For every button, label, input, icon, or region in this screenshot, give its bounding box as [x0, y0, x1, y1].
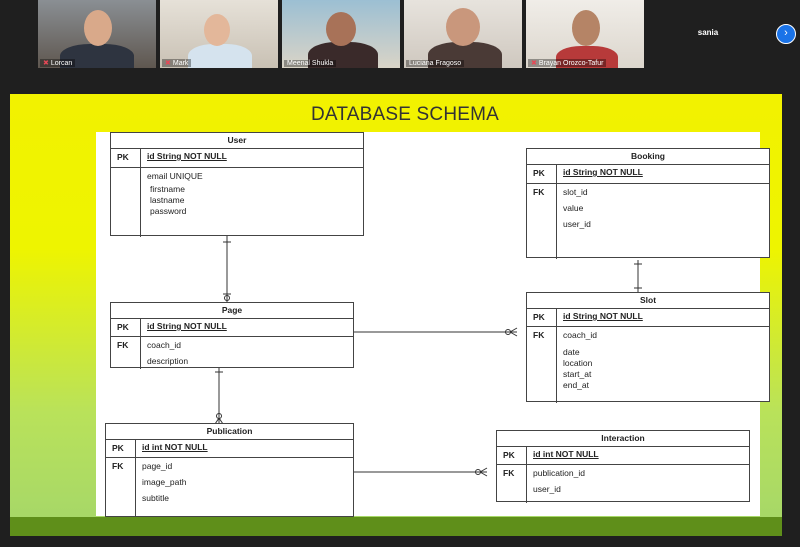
- participant-tile[interactable]: ✖Brayan Orozco-Tafur: [526, 0, 644, 68]
- participant-name: ✖Brayan Orozco-Tafur: [528, 59, 607, 67]
- slide-footer-band: [10, 517, 782, 536]
- chevron-right-icon[interactable]: ›: [776, 24, 796, 44]
- participant-name: ✖Mark: [162, 59, 192, 67]
- person-video: [572, 10, 600, 46]
- entity-title: User: [111, 133, 363, 149]
- shared-slide: DATABASE SCHEMA: [10, 94, 782, 536]
- primary-key-field: id String NOT NULL: [147, 151, 227, 161]
- participant-name-only[interactable]: sania: [697, 28, 719, 37]
- entity-title: Booking: [527, 149, 769, 165]
- person-video: [188, 44, 252, 68]
- person-video: [308, 42, 378, 68]
- primary-key-field: id String NOT NULL: [563, 311, 643, 321]
- primary-key-field: id int NOT NULL: [533, 449, 599, 459]
- participant-tile[interactable]: Meenal Shukla: [282, 0, 400, 68]
- person-video: [204, 14, 230, 46]
- mic-off-icon: ✖: [165, 60, 171, 67]
- entity-title: Interaction: [497, 431, 749, 447]
- entity-title: Slot: [527, 293, 769, 309]
- person-video: [326, 12, 356, 46]
- person-video: [556, 46, 618, 68]
- participant-name: ✖Lorcan: [40, 59, 76, 67]
- person-video: [60, 44, 134, 68]
- participant-name: Luciana Fragoso: [406, 60, 465, 67]
- mic-off-icon: ✖: [43, 60, 49, 67]
- participant-name: Meenal Shukla: [284, 60, 337, 67]
- slide-title: DATABASE SCHEMA: [310, 104, 500, 125]
- mic-off-icon: ✖: [531, 60, 537, 67]
- entity-title: Publication: [106, 424, 353, 440]
- person-video: [428, 42, 502, 68]
- primary-key-field: id String NOT NULL: [563, 167, 643, 177]
- primary-key-field: id String NOT NULL: [147, 321, 227, 331]
- relationship-lines: [214, 236, 642, 477]
- entity-title: Page: [111, 303, 353, 319]
- participant-tile[interactable]: Luciana Fragoso: [404, 0, 522, 68]
- primary-key-field: id int NOT NULL: [142, 442, 208, 452]
- person-video: [84, 10, 112, 46]
- participant-tile[interactable]: ✖Mark: [160, 0, 278, 68]
- participant-strip: ✖Lorcan ✖Mark Meenal Shukla Luciana Frag…: [0, 0, 800, 68]
- person-video: [446, 8, 480, 46]
- participant-tile[interactable]: ✖Lorcan: [38, 0, 156, 68]
